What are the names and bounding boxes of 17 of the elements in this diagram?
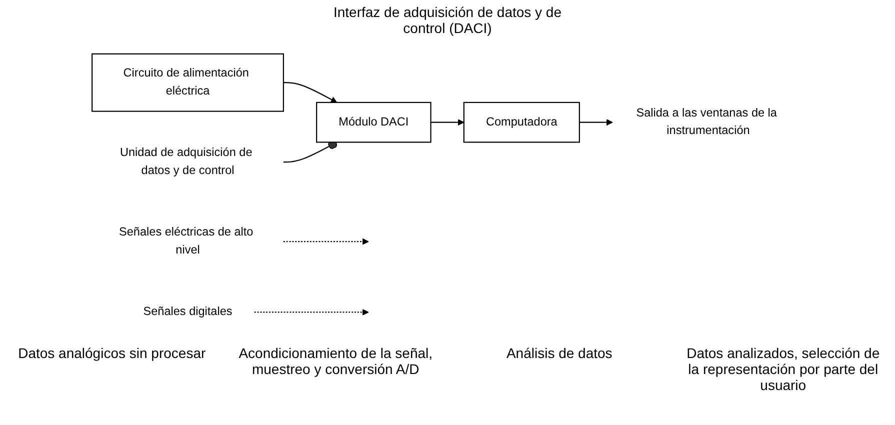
text-label: Señales digitales — [142, 306, 232, 318]
arrow — [578, 119, 612, 126]
dashed-arrow — [254, 309, 368, 316]
dashed-arrow — [282, 238, 368, 245]
text-label: Señales eléctricas de alto nivel — [118, 226, 253, 256]
process-box: Módulo DACI — [316, 102, 431, 143]
interface-caption: Interfaz de adquisición de datos y de control (DACI) — [332, 4, 563, 36]
arrow — [282, 82, 337, 103]
stage-caption: Acondicionamiento de la señal, muestreo y conversión A/D — [238, 345, 434, 379]
process-box: Computadora — [462, 102, 580, 143]
stage-caption: Datos analógicos sin procesar — [17, 345, 207, 363]
text-label: Salida a las ventanas de la instrumentación — [636, 106, 776, 138]
text-label: Unidad de adquisición de datos y de control — [120, 146, 252, 177]
arrow — [430, 119, 464, 126]
process-box: Circuito de alimentación eléctrica — [91, 53, 284, 112]
stage-caption: Análisis de datos — [505, 345, 614, 363]
stage-caption: Datos analizados, selección de la representación por parte del usuario — [686, 345, 881, 393]
